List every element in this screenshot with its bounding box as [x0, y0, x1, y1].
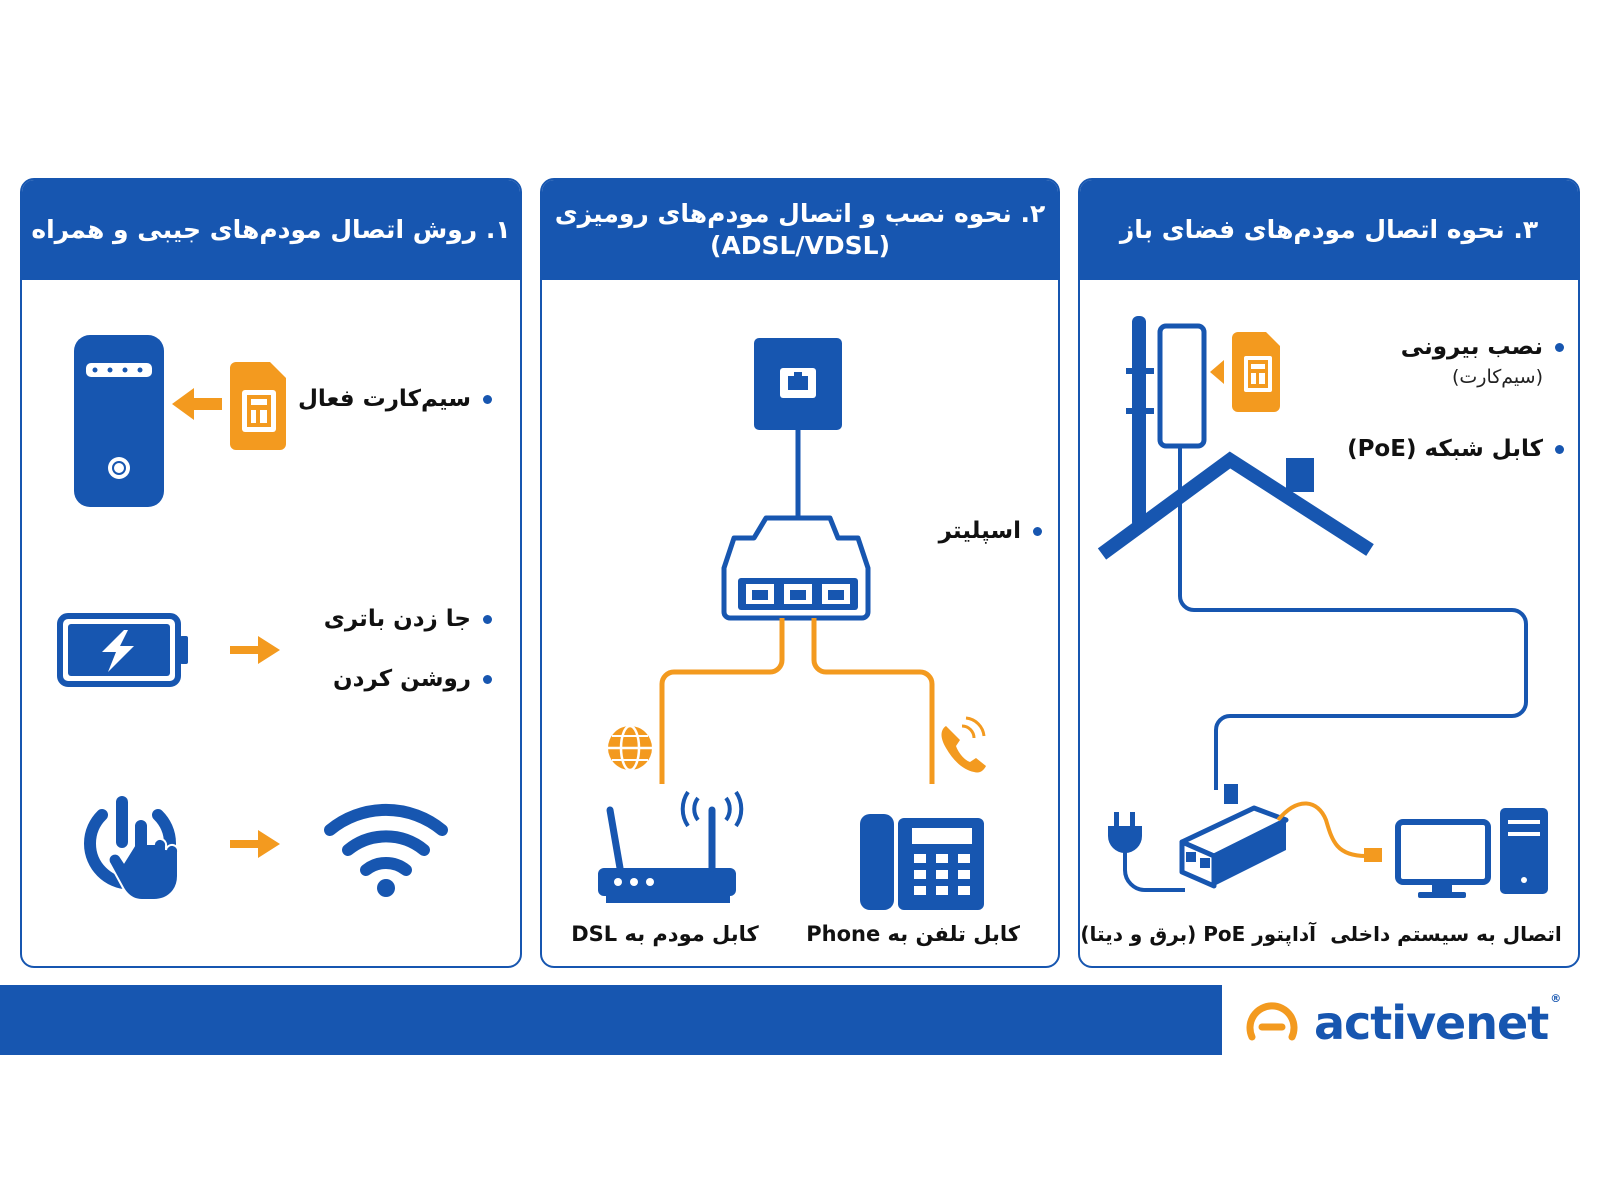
sim-card-icon: [1210, 332, 1280, 412]
router-icon: [598, 790, 744, 903]
bullet-outdoor-install: نصب بیرونی: [1401, 334, 1564, 360]
bullet-outdoor-label: نصب بیرونی: [1400, 334, 1543, 360]
caption-poe-adapter: آداپتور PoE (برق و دیتا): [1080, 922, 1316, 946]
pocket-modem-icon: [74, 335, 164, 507]
bullet-dot: [1555, 342, 1564, 352]
outdoor-antenna-icon: [1126, 316, 1207, 528]
splitter-icon: [721, 515, 871, 621]
footer-bar: [0, 985, 1222, 1055]
power-button-icon: [84, 796, 180, 901]
poe-adapter-icon: [1179, 805, 1289, 889]
desktop-computer-icon: [1395, 808, 1548, 898]
bullet-splitter: اسپلیتر: [939, 518, 1042, 544]
bullet-power-on: روشن کردن: [333, 666, 492, 692]
bullet-dot: [483, 674, 492, 684]
panel-1-header: ۱. روش اتصال مودم‌های جیبی و همراه: [22, 180, 520, 280]
bullet-network-label: کابل شبکه (PoE): [1347, 436, 1543, 462]
bullet-power-label: روشن کردن: [333, 666, 471, 692]
bullet-sim-label: سیم‌کارت فعال: [297, 386, 471, 412]
brand-name-text: activenet: [1314, 996, 1549, 1050]
panel-outdoor-modem: ۳. نحوه اتصال مودم‌های فضای باز: [1078, 178, 1580, 968]
brand-name: activenet ®: [1314, 992, 1561, 1050]
bullet-dot: [483, 614, 492, 624]
panel-2-header: ۲. نحوه نصب و اتصال مودم‌های رومیزی (ADS…: [542, 180, 1058, 280]
bullet-dot: [1555, 444, 1564, 454]
wifi-icon: [324, 803, 448, 897]
panel-3-illustration: [1097, 316, 1548, 898]
phone-wall-jack-icon: [754, 338, 842, 430]
panel-1-title: ۱. روش اتصال مودم‌های جیبی و همراه: [31, 215, 511, 244]
bullet-battery: جا زدن باتری: [324, 606, 492, 632]
brand-mark-icon: [1246, 1002, 1298, 1041]
panel-1-illustration: [57, 335, 448, 901]
bullet-outdoor-sublabel: (سیم‌کارت): [1451, 366, 1543, 388]
desk-phone-icon: [860, 814, 984, 910]
panel-2-illustration: [598, 338, 986, 910]
sim-card-icon: [230, 362, 286, 450]
phone-call-icon: [941, 716, 986, 773]
arrow-right-icon: [230, 830, 280, 858]
bullet-battery-label: جا زدن باتری: [323, 606, 471, 632]
panel-pocket-modem: ۱. روش اتصال مودم‌های جیبی و همراه: [20, 178, 522, 968]
globe-icon: [608, 724, 652, 772]
panel-3-header: ۳. نحوه اتصال مودم‌های فضای باز: [1080, 180, 1578, 280]
arrow-left-icon: [172, 388, 222, 420]
panel-2-title-line2: (ADSL/VDSL): [709, 231, 891, 260]
caption-internal-system: اتصال به سیستم داخلی: [1330, 922, 1562, 946]
caption-phone-cable: کابل تلفن به Phone: [806, 922, 1020, 946]
panel-2-title-line1: ۲. نحوه نصب و اتصال مودم‌های رومیزی: [554, 199, 1046, 228]
bullet-dot: [483, 394, 492, 404]
battery-icon: [57, 613, 188, 687]
panel-3-title: ۳. نحوه اتصال مودم‌های فضای باز: [1119, 215, 1539, 244]
bullet-dot: [1033, 526, 1042, 536]
panel-desktop-modem: ۲. نحوه نصب و اتصال مودم‌های رومیزی (ADS…: [540, 178, 1060, 968]
brand-registered-mark: ®: [1550, 992, 1561, 1005]
bullet-network-cable: کابل شبکه (PoE): [1347, 436, 1564, 462]
bullet-splitter-label: اسپلیتر: [938, 518, 1021, 544]
power-plug-icon: [1108, 812, 1185, 892]
caption-dsl-cable: کابل مودم به DSL: [571, 922, 759, 946]
house-roof-icon: [1097, 451, 1374, 560]
bullet-sim-card: سیم‌کارت فعال: [298, 386, 492, 412]
arrow-right-icon: [230, 636, 280, 664]
brand-logo: activenet ®: [1242, 992, 1572, 1054]
